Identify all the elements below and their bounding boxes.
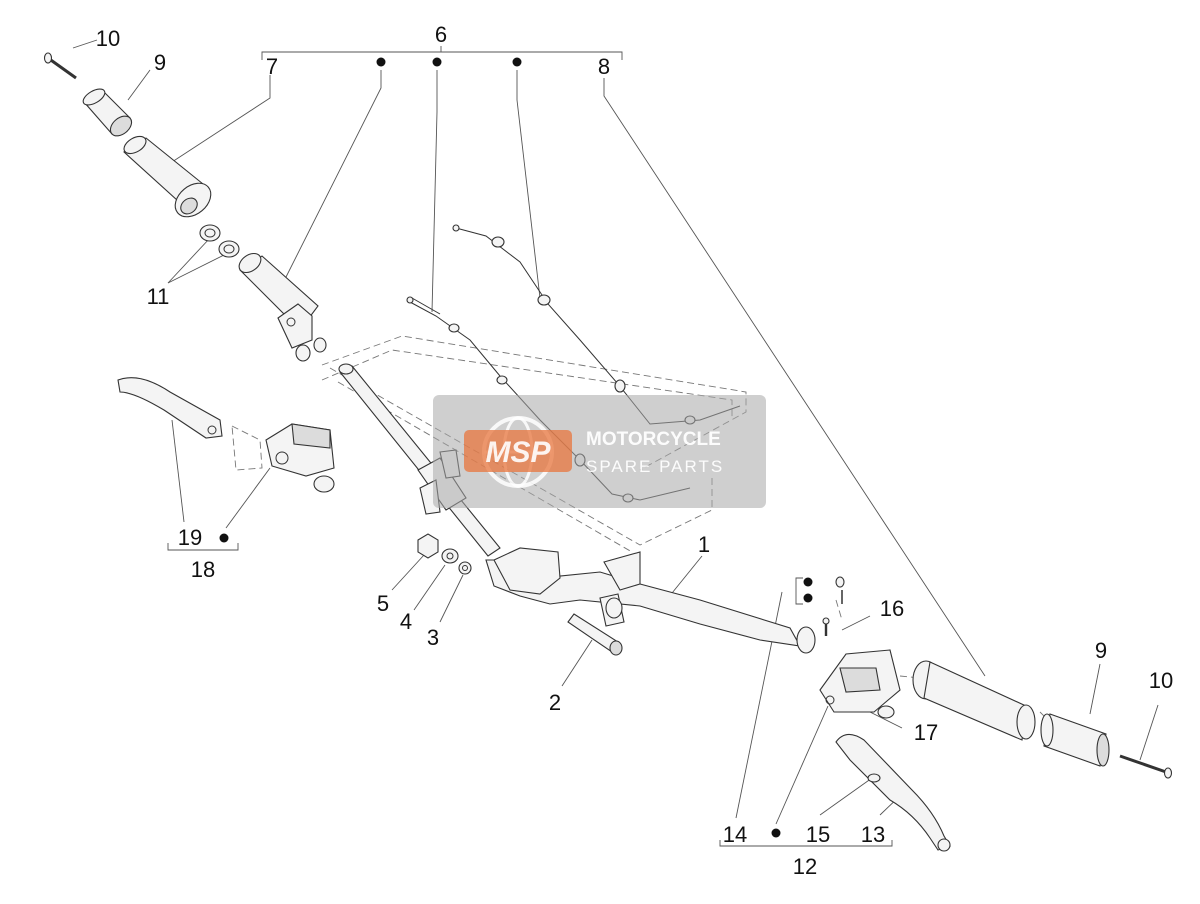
left-bar-end-weight — [82, 88, 133, 137]
handlebar-clamp-bolt — [567, 613, 623, 656]
bracket-group-18 — [167, 543, 239, 551]
callout-labels: 10 9 6 7 8 11 19 18 5 4 3 2 1 16 17 9 10… — [96, 22, 1173, 879]
bracket-group-6 — [261, 46, 623, 60]
left-bar-end-bolt — [43, 52, 77, 80]
watermark-line-1: MOTORCYCLE — [586, 429, 721, 450]
callout-13: 13 — [861, 822, 885, 847]
right-small-screws — [822, 576, 845, 636]
callout-6: 6 — [435, 22, 447, 47]
callout-5: 5 — [377, 591, 389, 616]
watermark-logo: MSP — [485, 436, 551, 469]
callout-10-left: 10 — [96, 26, 120, 51]
callout-3: 3 — [427, 625, 439, 650]
callout-12: 12 — [793, 854, 817, 879]
watermark-box — [433, 395, 766, 508]
callout-11: 11 — [147, 284, 170, 309]
bracket-group-12 — [719, 840, 893, 847]
throttle-twist-grip — [238, 252, 327, 362]
watermark-line-2: SPARE PARTS — [586, 457, 724, 476]
watermark: MSP MOTORCYCLE SPARE PARTS — [433, 395, 766, 508]
callout-9-left: 9 — [154, 50, 166, 75]
callout-15: 15 — [806, 822, 830, 847]
left-washers — [199, 224, 240, 258]
callout-8: 8 — [598, 54, 610, 79]
callout-16: 16 — [880, 596, 904, 621]
callout-14: 14 — [723, 822, 747, 847]
right-bar-end-weight — [1040, 713, 1110, 767]
nut-washers — [417, 533, 472, 575]
left-handlebar-grip — [123, 135, 212, 218]
watermark-logo-box — [464, 430, 572, 472]
bullet-dot — [512, 57, 522, 67]
bracket-group-14 — [795, 577, 803, 605]
callout-17: 17 — [914, 720, 938, 745]
throttle-cable-upper — [452, 224, 741, 425]
callout-4: 4 — [400, 609, 412, 634]
right-brake-pump — [819, 649, 901, 719]
bullet-dot — [803, 577, 813, 587]
bullet-dot — [803, 593, 813, 603]
bullet-dot — [432, 57, 442, 67]
callout-18: 18 — [191, 557, 215, 582]
callout-10-right: 10 — [1149, 668, 1173, 693]
right-bar-end-bolt — [1119, 754, 1173, 779]
callout-9-right: 9 — [1095, 638, 1107, 663]
left-brake-lever — [117, 377, 223, 439]
right-handlebar-grip — [912, 660, 1036, 741]
right-brake-lever — [835, 733, 951, 852]
callout-19: 19 — [178, 525, 202, 550]
left-brake-master-cylinder — [265, 423, 335, 493]
bullet-dot — [771, 828, 781, 838]
callout-7: 7 — [266, 54, 278, 79]
callout-1: 1 — [698, 532, 710, 557]
bullet-dots — [219, 57, 813, 838]
bullet-dot — [376, 57, 386, 67]
callout-2: 2 — [549, 690, 561, 715]
bullet-dot — [219, 533, 229, 543]
